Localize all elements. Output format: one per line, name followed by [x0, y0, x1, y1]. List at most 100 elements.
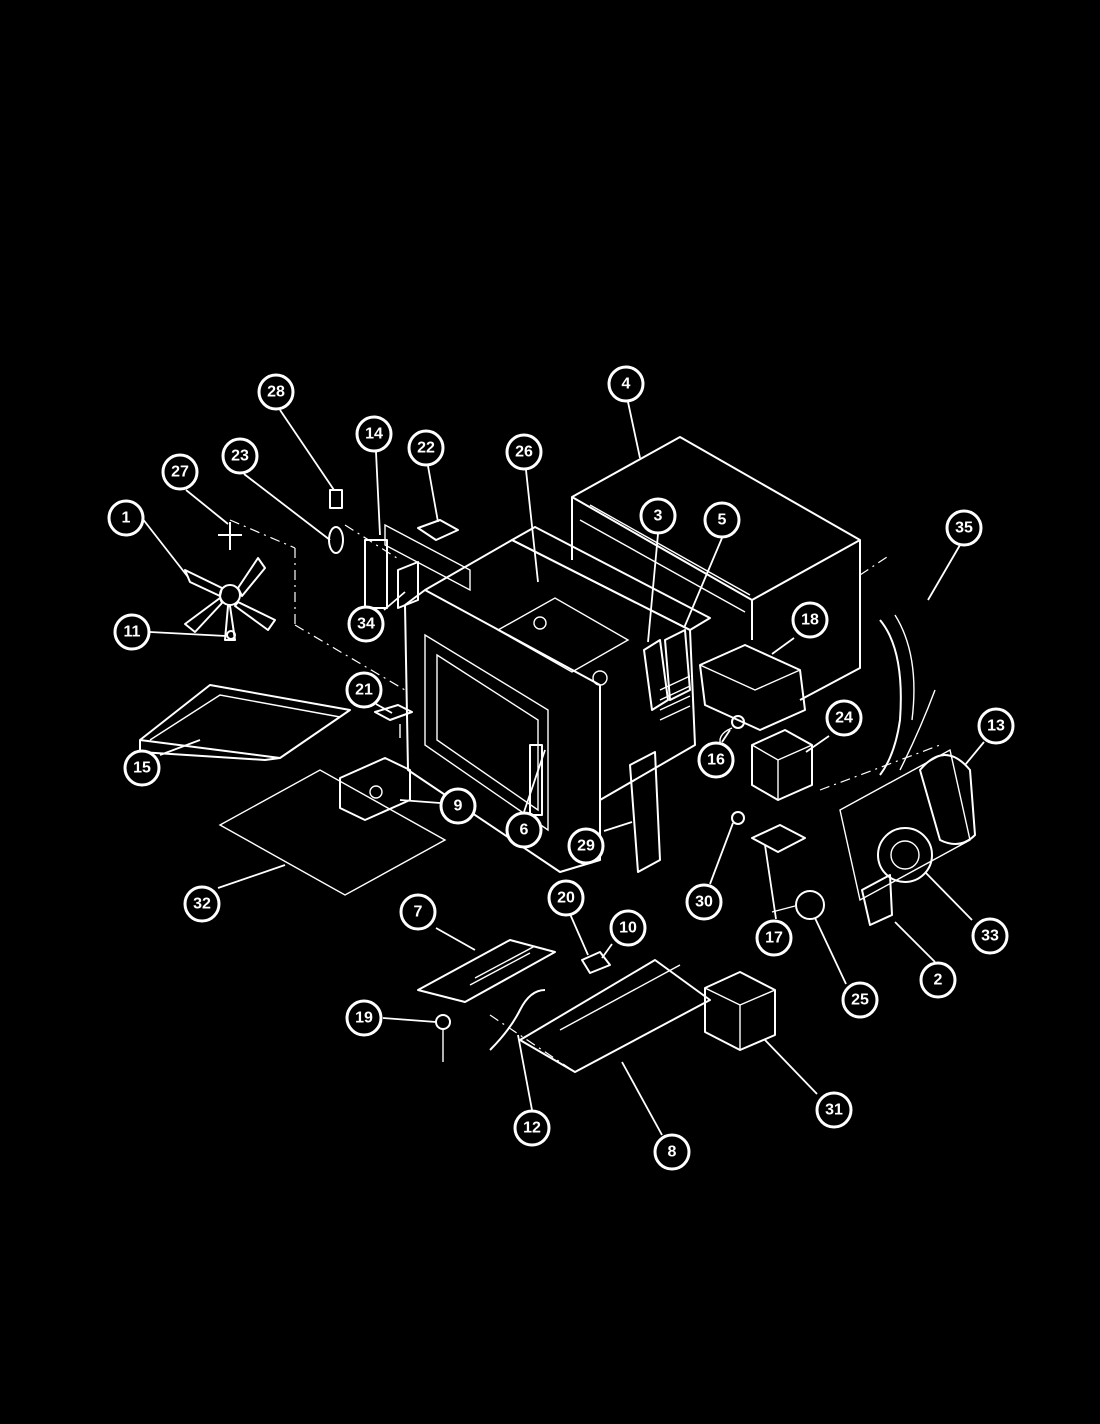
part-transformer-31 — [704, 971, 776, 1051]
callout-number: 14 — [365, 426, 383, 443]
part-plate-32 — [218, 769, 447, 896]
callout-number: 3 — [654, 508, 663, 525]
callout-circle — [639, 497, 677, 535]
callout-circle — [945, 509, 983, 547]
callout-27: 27 — [161, 453, 199, 491]
part-16 — [731, 715, 745, 729]
callout-circle — [609, 909, 647, 947]
callout-circle — [407, 429, 445, 467]
callout-24: 24 — [825, 699, 863, 737]
callout-circle — [977, 707, 1015, 745]
part-30 — [731, 811, 745, 825]
part-rail — [384, 523, 471, 592]
callout-25: 25 — [841, 981, 879, 1019]
callout-7: 7 — [399, 893, 437, 931]
callout-number: 11 — [124, 624, 141, 641]
callout-number: 25 — [851, 992, 869, 1009]
callout-number: 13 — [987, 718, 1005, 735]
callout-number: 4 — [622, 376, 631, 393]
callout-21: 21 — [345, 671, 383, 709]
callout-number: 21 — [355, 682, 373, 699]
callout-13: 13 — [977, 707, 1015, 745]
callout-circle — [513, 1109, 551, 1147]
callout-circle — [703, 501, 741, 539]
callout-number: 32 — [193, 896, 211, 913]
callout-number: 1 — [122, 510, 131, 527]
part-fan-blade — [184, 557, 276, 641]
callout-number: 35 — [955, 520, 973, 537]
callout-number: 16 — [707, 752, 725, 769]
callout-31: 31 — [815, 1091, 853, 1129]
callout-33: 33 — [971, 917, 1009, 955]
part-harness-35 — [879, 619, 902, 776]
part-29 — [629, 751, 661, 873]
part-20 — [581, 951, 611, 974]
callout-number: 7 — [414, 904, 423, 921]
part-17 — [751, 824, 806, 853]
part-duct-18 — [699, 644, 806, 731]
part-cord-12 — [489, 989, 546, 1051]
callout-number: 34 — [357, 616, 375, 633]
callout-4: 4 — [607, 365, 645, 403]
callout-number: 29 — [577, 838, 595, 855]
callout-circle — [567, 827, 605, 865]
callout-circle — [183, 885, 221, 923]
callout-circle — [505, 433, 543, 471]
callout-number: 30 — [695, 894, 713, 911]
leader-lines — [141, 401, 985, 1136]
callout-1: 1 — [107, 499, 145, 537]
callout-circle — [355, 415, 393, 453]
callout-number: 15 — [133, 760, 151, 777]
part-base-7 — [417, 939, 556, 1003]
callout-8: 8 — [653, 1133, 691, 1171]
part-oven-cavity — [404, 526, 711, 873]
callout-14: 14 — [355, 415, 393, 453]
callout-circle — [221, 437, 259, 475]
callout-number: 26 — [515, 444, 533, 461]
callout-number: 23 — [231, 448, 249, 465]
callout-19: 19 — [345, 999, 383, 1037]
part-washer-11 — [226, 630, 236, 640]
callout-number: 27 — [171, 464, 189, 481]
callout-number: 5 — [718, 512, 727, 529]
callout-number: 6 — [520, 822, 529, 839]
part-fan-hub — [218, 522, 242, 550]
callout-34: 34 — [347, 605, 385, 643]
assembly-lines — [229, 519, 941, 1073]
callout-circle — [815, 1091, 853, 1129]
callout-5: 5 — [703, 501, 741, 539]
callout-circle — [113, 613, 151, 651]
callout-circle — [107, 499, 145, 537]
callout-circle — [653, 1133, 691, 1171]
callout-number: 17 — [765, 930, 783, 947]
callout-6: 6 — [505, 811, 543, 849]
part-switch-3 — [643, 639, 669, 711]
part-motor-25 — [795, 890, 825, 920]
callout-17: 17 — [755, 919, 793, 957]
callout-35: 35 — [945, 509, 983, 547]
callout-number: 20 — [557, 890, 575, 907]
part-clip-21 — [374, 704, 413, 721]
part-bracket-34 — [397, 561, 419, 609]
callout-circle — [439, 787, 477, 825]
callout-number: 9 — [454, 798, 463, 815]
callout-circle — [919, 961, 957, 999]
callout-circle — [399, 893, 437, 931]
callout-circle — [971, 917, 1009, 955]
callout-circle — [825, 699, 863, 737]
callout-number: 31 — [825, 1102, 843, 1119]
callout-26: 26 — [505, 433, 543, 471]
callout-22: 22 — [407, 429, 445, 467]
part-back-plate — [839, 748, 971, 902]
callout-circle — [841, 981, 879, 1019]
part-switch-5 — [664, 629, 691, 701]
callout-15: 15 — [123, 749, 161, 787]
part-magnetron-24 — [751, 729, 813, 801]
callout-20: 20 — [547, 879, 585, 917]
callout-circle — [257, 373, 295, 411]
callout-circle — [347, 605, 385, 643]
callout-number: 2 — [934, 972, 943, 989]
